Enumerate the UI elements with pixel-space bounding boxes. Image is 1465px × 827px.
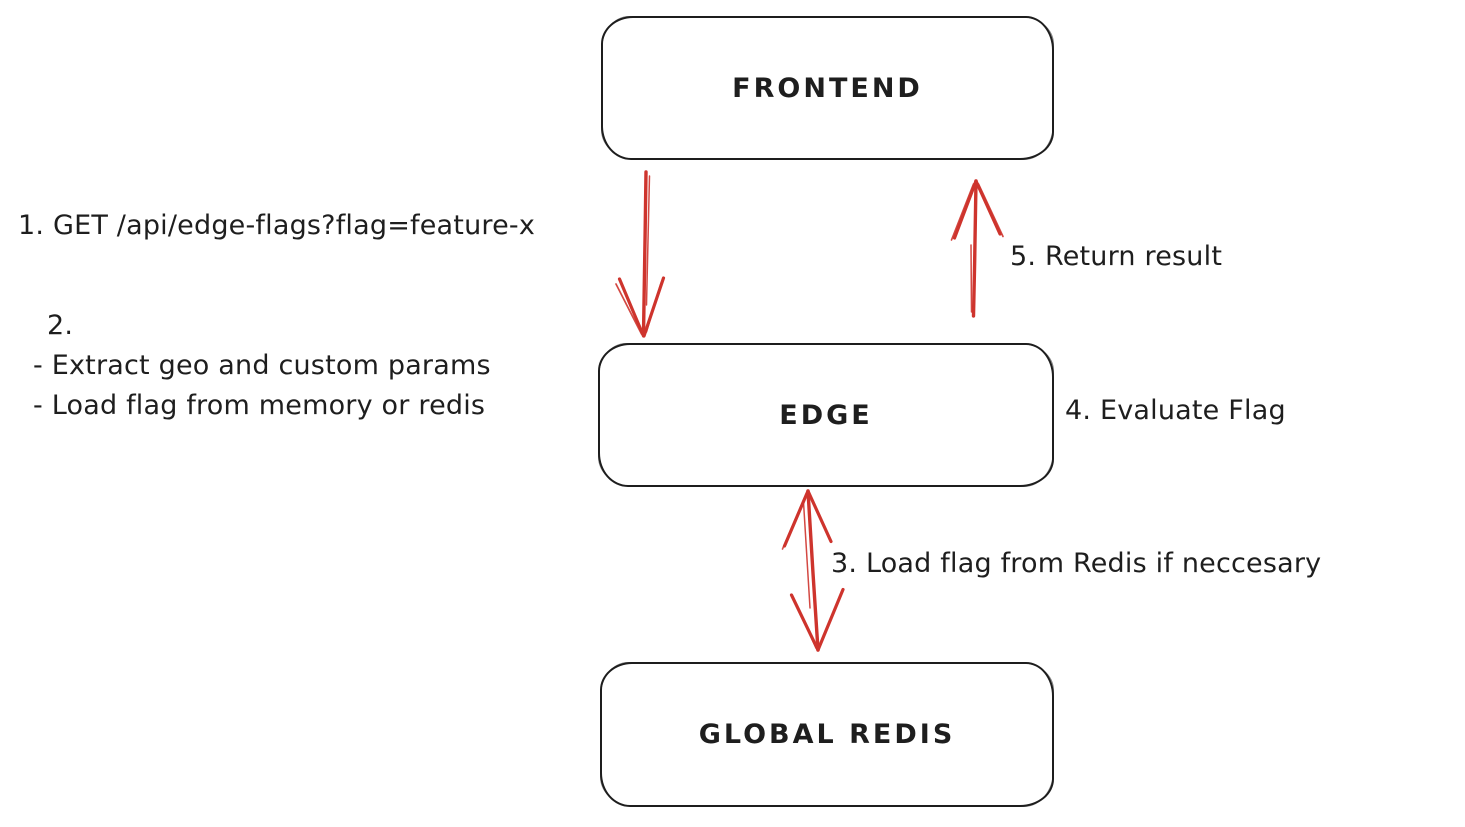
- node-global-redis: GLOBAL REDIS: [600, 662, 1054, 807]
- annotation-step2-item: - Load flag from memory or redis: [33, 390, 486, 421]
- node-frontend: FRONTEND: [601, 16, 1054, 160]
- node-edge: EDGE: [598, 343, 1054, 487]
- node-edge-label: EDGE: [779, 399, 873, 431]
- arrow-frontend-to-edge: [615, 170, 666, 338]
- annotation-step2: 2. - Extract geo and custom params - Loa…: [33, 306, 491, 426]
- annotation-step3: 3. Load flag from Redis if neccesary: [831, 548, 1322, 579]
- arrow-edge-to-frontend: [950, 179, 1004, 318]
- annotation-step2-item: - Extract geo and custom params: [33, 350, 491, 381]
- annotation-step4: 4. Evaluate Flag: [1065, 395, 1286, 426]
- node-global-redis-label: GLOBAL REDIS: [698, 719, 956, 750]
- annotation-step5: 5. Return result: [1010, 241, 1223, 272]
- node-frontend-label: FRONTEND: [732, 72, 923, 104]
- annotation-step2-number: 2.: [47, 310, 74, 341]
- annotation-step1: 1. GET /api/edge-flags?flag=feature-x: [18, 210, 536, 241]
